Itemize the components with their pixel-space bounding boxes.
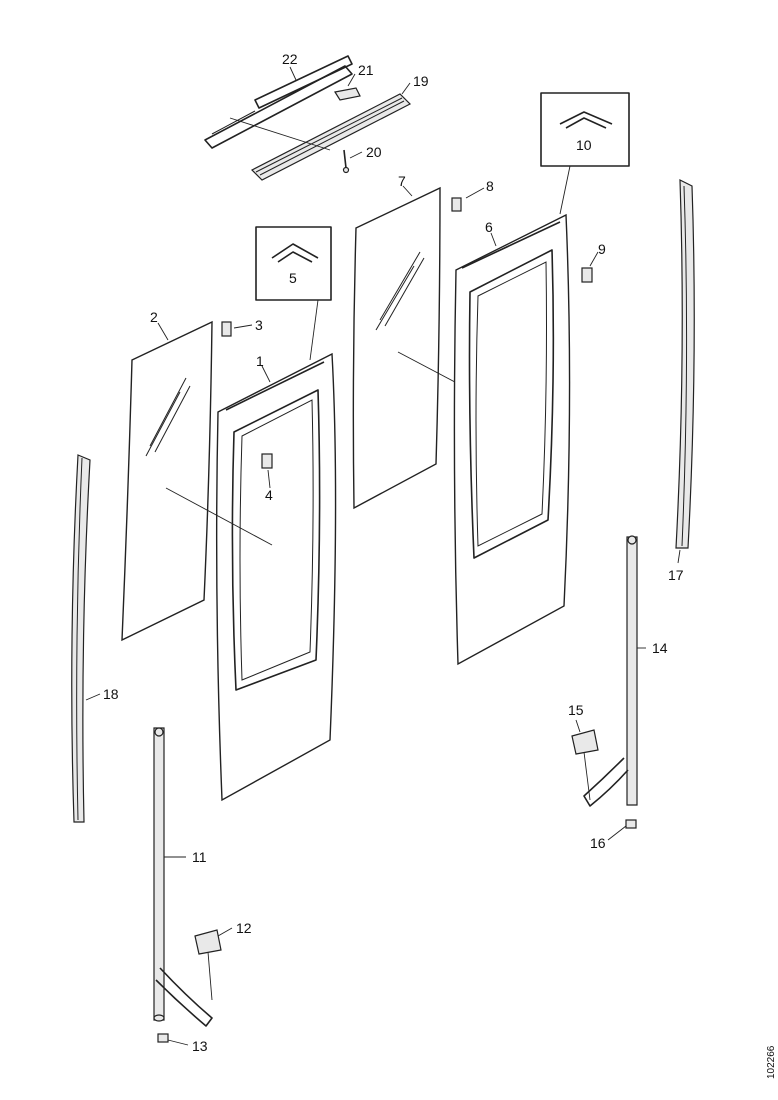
label-part-15: 15 bbox=[568, 702, 584, 718]
hinge-bar-part-14 bbox=[583, 535, 638, 807]
assembly-leader bbox=[229, 117, 331, 151]
label-part-16: 16 bbox=[590, 835, 606, 851]
label-part-4: 4 bbox=[265, 487, 273, 503]
door-frame-part-6 bbox=[453, 213, 571, 666]
clip-part-8 bbox=[451, 197, 462, 212]
callout-part-10 bbox=[540, 92, 630, 215]
document-number-text: 102266 bbox=[766, 1045, 777, 1079]
pin-part-13 bbox=[157, 1033, 169, 1043]
label-part-19: 19 bbox=[413, 73, 429, 89]
gasket-strip-part-17 bbox=[675, 179, 695, 549]
label-part-5: 5 bbox=[289, 270, 297, 286]
label-part-21: 21 bbox=[358, 62, 374, 78]
hinge-block-part-12 bbox=[194, 929, 222, 1001]
label-part-12: 12 bbox=[236, 920, 252, 936]
part-labels: 22 21 19 20 10 7 8 6 9 5 2 3 1 4 17 14 1… bbox=[103, 51, 684, 1054]
label-part-14: 14 bbox=[652, 640, 668, 656]
latch-part-9 bbox=[581, 267, 593, 283]
label-part-6: 6 bbox=[485, 219, 493, 235]
door-frame-part-1 bbox=[215, 352, 337, 802]
label-part-3: 3 bbox=[255, 317, 263, 333]
label-part-10: 10 bbox=[576, 137, 592, 153]
bracket-part-21 bbox=[334, 87, 361, 101]
pin-part-16 bbox=[625, 819, 637, 829]
label-part-17: 17 bbox=[668, 567, 684, 583]
glass-pane-part-2 bbox=[121, 320, 273, 642]
label-part-8: 8 bbox=[486, 178, 494, 194]
label-part-22: 22 bbox=[282, 51, 298, 67]
screw-part-20 bbox=[342, 149, 350, 174]
label-part-2: 2 bbox=[150, 309, 158, 325]
gasket-strip-part-18 bbox=[71, 454, 91, 823]
label-part-1: 1 bbox=[256, 353, 264, 369]
document-number: 102266 bbox=[754, 1010, 777, 1090]
leader-lines bbox=[85, 66, 681, 1046]
hinge-rail-part-19 bbox=[250, 93, 412, 181]
label-part-7: 7 bbox=[398, 173, 406, 189]
label-part-11: 11 bbox=[192, 849, 207, 865]
glass-pane-part-7 bbox=[352, 186, 509, 510]
top-rail-part-22 bbox=[204, 55, 353, 149]
hinge-block-part-15 bbox=[571, 729, 599, 801]
label-part-20: 20 bbox=[366, 144, 382, 160]
latch-part-4 bbox=[261, 453, 273, 469]
label-part-13: 13 bbox=[192, 1038, 208, 1054]
label-part-18: 18 bbox=[103, 686, 119, 702]
clip-part-3 bbox=[221, 321, 232, 337]
label-part-9: 9 bbox=[598, 241, 606, 257]
callout-part-5 bbox=[255, 226, 332, 361]
hinge-bar-part-11 bbox=[153, 727, 213, 1027]
